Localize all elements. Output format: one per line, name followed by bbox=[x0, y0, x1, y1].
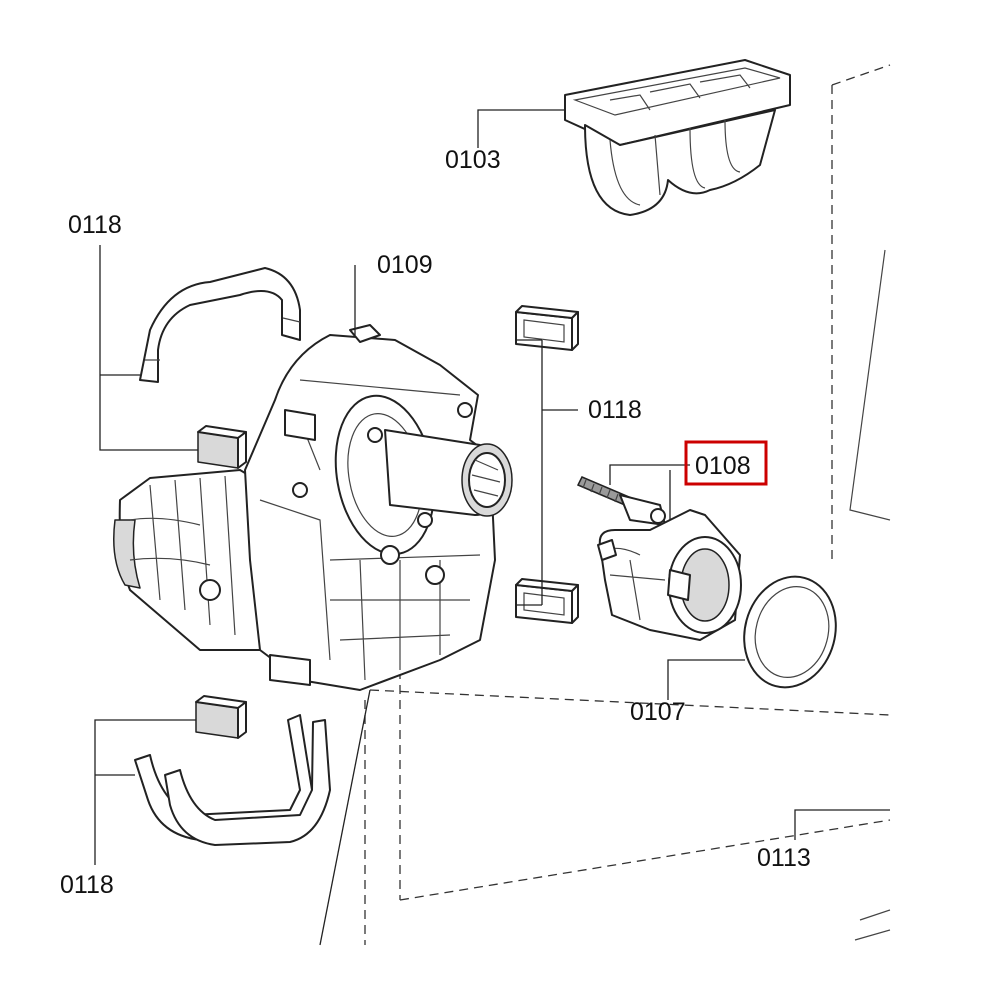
part-0118-lower-bracket bbox=[134, 714, 331, 846]
callout-0107: 0107 bbox=[630, 698, 686, 726]
callout-labels: 0103 0118 0109 0118 0108 0107 0118 0113 bbox=[60, 146, 811, 899]
part-0108-actuator bbox=[576, 476, 742, 641]
part-0118-rubber-blocks bbox=[195, 305, 579, 739]
part-0107-ring-seal bbox=[743, 575, 837, 689]
leader-lines bbox=[94, 109, 890, 946]
callout-0113: 0113 bbox=[757, 844, 811, 872]
callout-0108-highlight-box bbox=[684, 440, 768, 486]
callout-0108: 0108 bbox=[695, 452, 751, 480]
part-0103-tray bbox=[564, 59, 791, 216]
callout-0118-right: 0118 bbox=[588, 396, 642, 424]
part-0109-gearbox bbox=[244, 324, 513, 691]
part-0118-upper-bracket bbox=[139, 267, 301, 383]
assembly-boundary-0113 bbox=[364, 64, 891, 945]
callout-0109: 0109 bbox=[377, 251, 433, 279]
callout-0118-top-left: 0118 bbox=[68, 211, 122, 239]
callout-0118-bottom-left: 0118 bbox=[60, 871, 114, 899]
callout-0103: 0103 bbox=[445, 146, 501, 174]
